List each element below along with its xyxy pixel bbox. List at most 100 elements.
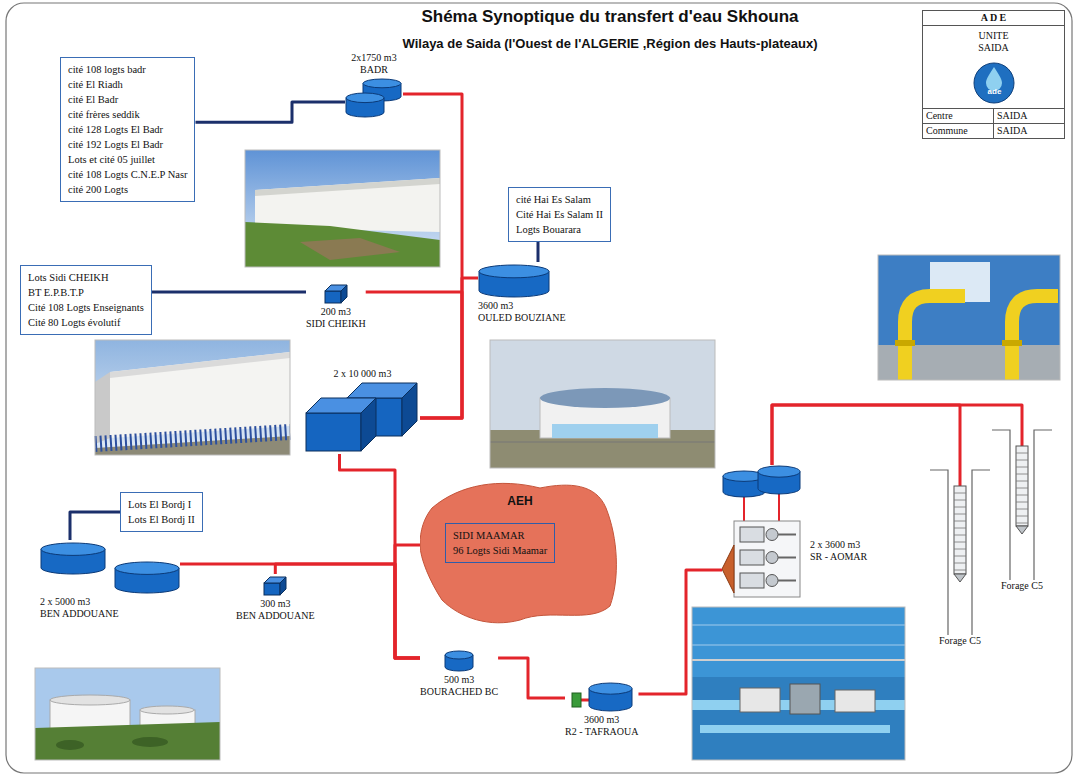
reservoir-symbol <box>324 284 348 304</box>
photo-band <box>552 424 658 438</box>
photo-flange <box>895 340 915 346</box>
photo-sky <box>245 150 440 267</box>
district-name: SIDI MAAMAR <box>453 528 547 543</box>
riser-pipe <box>959 460 962 486</box>
tank-top <box>479 265 549 278</box>
photo-border <box>35 668 220 760</box>
header-cell: A D E <box>923 11 1064 26</box>
table-cell: Commune <box>923 124 994 138</box>
reservoir: 2 x 5000 m3BEN ADDOUANE <box>40 540 180 620</box>
borehole-casing <box>930 470 990 635</box>
pump-stage <box>1016 488 1028 489</box>
pump-stage <box>1016 481 1028 482</box>
pump-pipe <box>778 557 796 559</box>
water-pipe <box>403 94 462 418</box>
logo-table: A D EUNITE SAIDAadeCentreSAIDACommuneSAI… <box>922 10 1065 139</box>
photo-wall-top <box>110 352 290 378</box>
photo-round-tank <box>490 340 715 468</box>
photo-pump <box>790 684 820 714</box>
district-name: cité 200 Logts <box>68 182 187 197</box>
photo-wall <box>110 352 290 438</box>
photo-border <box>878 255 1060 380</box>
pump-stage <box>1016 523 1028 524</box>
district-name: cité Hai Es Salam <box>516 192 603 207</box>
tank-top <box>115 562 179 574</box>
district-name: cité El Riadh <box>68 77 187 92</box>
photo-sky <box>35 668 220 760</box>
district-name: BT E.P.B.T.P <box>28 285 144 300</box>
photo-border <box>245 150 440 267</box>
subtitle: Wilaya de Saida (l'Ouest de l'ALGERIE ,R… <box>300 36 920 51</box>
reservoir-label: SIDI CHEIKH <box>306 318 366 330</box>
reservoir-label: 2 x 10 000 m3 <box>334 368 392 380</box>
reservoir-label: 2 x 5000 m3 <box>40 596 90 608</box>
photo-ben-addouane <box>35 668 220 760</box>
tank-side <box>341 285 347 303</box>
reservoir: 3600 m3R2 - TAFRAOUA <box>565 680 638 738</box>
diagram-title: Shéma Synoptique du transfert d'eau Skho… <box>300 7 920 27</box>
reservoir-label: 3600 m3 <box>584 714 619 726</box>
district-name: cité 108 Logts C.N.E.P Nasr <box>68 167 187 182</box>
pump-stage <box>1016 502 1028 503</box>
pump-pipe <box>778 534 796 536</box>
district-name: cité 108 logts badr <box>68 62 187 77</box>
tank-top <box>589 683 632 694</box>
photo-tank-top <box>50 695 130 705</box>
pump-body <box>766 575 778 587</box>
reservoir-label: BEN ADDOUANE <box>236 610 315 622</box>
district-name: cité frères seddik <box>68 107 187 122</box>
pump-stage <box>954 521 966 522</box>
station-symbol <box>722 465 802 600</box>
reservoir-label: 3600 m3 <box>478 300 513 312</box>
pump-motor <box>740 550 764 565</box>
district-name: cité 128 Logts El Badr <box>68 122 187 137</box>
reservoir-symbol <box>40 542 180 594</box>
pump-body <box>766 552 778 564</box>
photo-bush <box>56 740 84 750</box>
water-pipe <box>772 405 1022 465</box>
tank-top <box>758 466 800 477</box>
pump-stage <box>1016 509 1028 510</box>
photo-pump-station <box>692 607 905 760</box>
pump-pipe <box>778 580 796 582</box>
pump-foot <box>1016 526 1028 534</box>
zone-name: AEH <box>420 478 620 508</box>
reservoir-label: SR - AOMAR <box>810 551 867 563</box>
pumping-station: 2 x 3600 m3SR - AOMAR <box>722 465 867 600</box>
distribution-line <box>195 102 345 122</box>
reservoir-symbol <box>345 78 403 118</box>
tank-top <box>445 651 473 659</box>
reservoir: 2x1750 m3BADR <box>345 52 403 120</box>
water-pipe <box>395 545 420 658</box>
tank-front <box>264 583 280 595</box>
water-pipe <box>498 658 565 698</box>
photo-border <box>490 340 715 468</box>
borehole-symbol <box>992 420 1052 580</box>
reservoir-label: BOURACHED BC <box>420 686 498 698</box>
photo-dome <box>540 388 670 408</box>
pump-stage <box>954 542 966 543</box>
reservoir-label: 2x1750 m3 <box>351 52 396 64</box>
borehole-symbol <box>930 460 990 635</box>
reservoir: 200 m3SIDI CHEIKH <box>306 282 366 330</box>
pump-stage <box>1016 453 1028 454</box>
pump-stage <box>954 549 966 550</box>
district-list-box: cité 108 logts badrcité El Riadhcité El … <box>60 57 195 202</box>
photo-sidi-cheikh <box>95 340 290 455</box>
photo-motor <box>740 688 780 712</box>
logo-text: ade <box>923 87 1066 96</box>
logo-area: ade <box>923 58 1064 108</box>
tank-front <box>325 291 341 303</box>
pump-foot <box>954 574 966 582</box>
photo-wall-top <box>255 178 440 196</box>
photo-tile-line <box>692 625 905 626</box>
distribution-line <box>537 242 540 262</box>
district-name: cité 192 Logts El Badr <box>68 137 187 152</box>
photo-pipe <box>905 296 965 380</box>
photo-wall-side <box>95 372 110 444</box>
submersible-pump <box>1016 446 1028 526</box>
photo-grass <box>245 222 440 267</box>
pump-stage <box>1016 474 1028 475</box>
reservoir-symbol <box>444 650 474 672</box>
table-cell: SAIDA <box>994 124 1064 138</box>
